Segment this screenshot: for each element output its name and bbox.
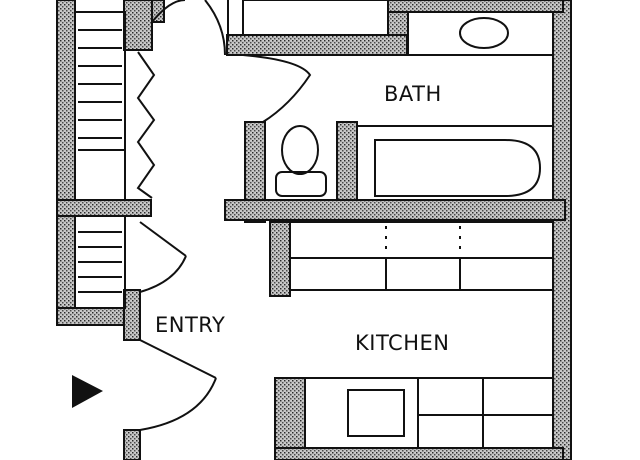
entry-door-leaf [139,339,217,379]
wall-kitchen-bottom-left [274,377,306,449]
wall-bath-top-cap [387,0,564,13]
room-label-bath: BATH [384,82,442,106]
toilet-icon [275,125,327,197]
bath-door-arc [242,54,312,123]
counter-upper [289,221,554,291]
upper-closet [74,11,156,201]
stove-icon [347,389,405,437]
wall-closet-upper-right [123,0,153,51]
wall-right [552,0,572,460]
wall-closet-divider [56,199,152,217]
wall-bath-upper-cap [226,34,408,56]
bath-door [242,54,312,123]
closet-door-arc [139,255,187,293]
kitchen-upper-counter [289,221,554,291]
entry-door-arc [139,377,217,431]
wall-bath-bottom [224,199,566,221]
wall-closet-stub [151,0,165,23]
hall-wall-top [242,0,389,36]
bifold-door [136,51,156,199]
counter-base-strip [274,447,564,460]
wall-left [56,0,76,326]
wall-entry-jamb-low [123,429,141,460]
room-label-kitchen: KITCHEN [355,331,450,355]
wall-kitchen-left [269,221,291,297]
closet-door-leaf [139,221,187,257]
wall-left-bottom [56,307,130,326]
wall-entry-jamb [123,289,141,341]
kitchen-lower-counter [274,377,564,460]
wall-toilet-tub [336,121,358,203]
lower-closet-box [74,215,126,309]
door-arc-top-center [204,0,226,56]
door-arc-top-left [151,0,186,23]
top-door [151,0,389,56]
room-label-entry: ENTRY [155,313,225,337]
wall-bath-left [244,121,266,223]
lower-closet [74,215,187,309]
bath-fixtures [275,11,554,201]
counter-lower [304,377,554,449]
entry-arrow-icon [72,375,103,408]
bathtub-icon [356,125,554,201]
upper-closet-box [74,11,126,201]
sink-icon [459,17,509,49]
entry-door [139,339,217,431]
